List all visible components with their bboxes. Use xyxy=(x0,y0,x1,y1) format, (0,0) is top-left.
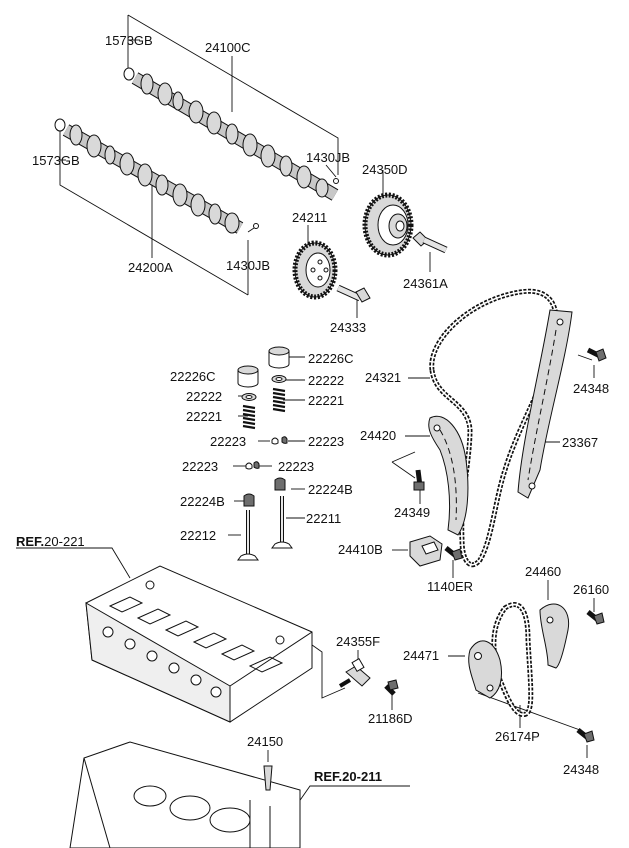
dowel-pin-lower xyxy=(253,223,259,229)
cylinder-block xyxy=(69,741,301,848)
part-label: 24333 xyxy=(330,320,366,335)
part-label: 26160 xyxy=(573,582,609,597)
cylinder-head xyxy=(85,565,313,723)
oil-control-valve-24355f xyxy=(338,657,371,688)
part-label: 26174P xyxy=(495,729,540,744)
tensioner-24410b xyxy=(409,535,443,567)
part-label: 22224B xyxy=(308,482,353,497)
tensioner-24471 xyxy=(468,640,503,699)
part-label: 22223 xyxy=(182,459,218,474)
part-label: 24150 xyxy=(247,734,283,749)
part-label: 23367 xyxy=(562,435,598,450)
part-label: 24349 xyxy=(394,505,430,520)
dowel-pin-upper xyxy=(333,178,339,184)
part-label: 24460 xyxy=(525,564,561,579)
part-label: 24100C xyxy=(205,40,251,55)
part-label: 21186D xyxy=(368,711,413,726)
ref-label-cylinder-head: REF.20-221 xyxy=(16,534,85,549)
part-label: 22222 xyxy=(308,373,344,388)
chain-guide-23367 xyxy=(517,309,573,499)
guide-24460 xyxy=(539,603,570,669)
sprocket-bolt-24333 xyxy=(336,284,371,303)
part-label: 24211 xyxy=(292,210,327,225)
bolt-21186d xyxy=(384,679,399,696)
valve-train xyxy=(237,346,293,561)
part-label: 1573GB xyxy=(32,153,80,168)
ref-label-cylinder-block: REF.20-211 xyxy=(314,769,382,784)
bolt-24348-lower xyxy=(576,728,595,743)
leader-lines xyxy=(16,14,595,807)
lower-cam-plug xyxy=(54,118,66,132)
part-label: 22226C xyxy=(308,351,354,366)
part-label: 24348 xyxy=(563,762,599,777)
dipstick-24150 xyxy=(263,765,273,791)
bolt-26160 xyxy=(586,610,605,625)
sprocket-bolt-24361a xyxy=(412,231,448,254)
part-label: 22221 xyxy=(308,393,344,408)
part-label: 1140ER xyxy=(427,579,473,594)
upper-cam-plug xyxy=(123,67,135,81)
part-label: 1573GB xyxy=(105,33,153,48)
part-label: 22211 xyxy=(306,511,341,526)
part-label: 1430JB xyxy=(306,150,350,165)
upper-camshaft xyxy=(123,67,339,201)
part-label: 22223 xyxy=(308,434,344,449)
cvvt-sprocket xyxy=(362,192,414,258)
part-label: 24420 xyxy=(360,428,396,443)
bolt-1140er xyxy=(444,546,463,561)
part-labels: 1573GB 24100C 1573GB 1430JB 24350D 24211… xyxy=(16,33,609,784)
part-label: 22212 xyxy=(180,528,216,543)
lower-camshaft xyxy=(54,118,244,234)
part-label: 22221 xyxy=(186,409,222,424)
part-label: 22226C xyxy=(170,369,216,384)
part-label: 22224B xyxy=(180,494,225,509)
cam-sprocket-24211 xyxy=(292,240,338,300)
part-label: 24200A xyxy=(128,260,173,275)
part-label: 22223 xyxy=(278,459,314,474)
timing-chain xyxy=(429,288,559,568)
part-label: 22222 xyxy=(186,389,222,404)
part-label: 22223 xyxy=(210,434,246,449)
part-label: 24348 xyxy=(573,381,609,396)
bolt-24349 xyxy=(413,469,425,491)
part-label: 24361A xyxy=(403,276,448,291)
tensioner-arm-24420 xyxy=(428,415,469,536)
part-label: 24355F xyxy=(336,634,380,649)
part-label: 24471 xyxy=(403,648,439,663)
part-label: 1430JB xyxy=(226,258,270,273)
bolt-24348-upper xyxy=(586,347,607,362)
part-label: 24350D xyxy=(362,162,408,177)
part-label: 24410B xyxy=(338,542,383,557)
part-label: 24321 xyxy=(365,370,401,385)
